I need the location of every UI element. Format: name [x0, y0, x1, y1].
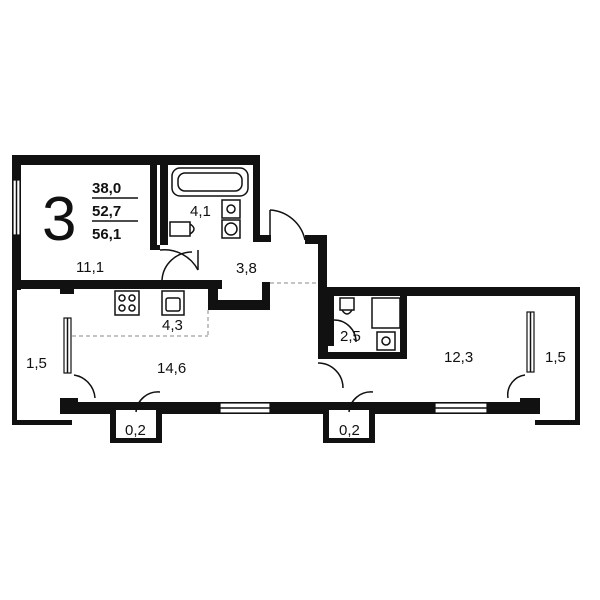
doors — [73, 209, 526, 413]
summary-block: 3 38,0 52,7 56,1 — [42, 180, 138, 254]
washer-icon — [221, 219, 241, 239]
toilet-icon — [169, 221, 191, 237]
total-area-with-balcony: 56,1 — [92, 226, 121, 243]
kitchen-sink-icon — [161, 290, 185, 316]
closet-right-interior — [329, 410, 369, 438]
wc-sink-icon — [376, 331, 396, 351]
living-area: 38,0 — [92, 180, 121, 197]
total-area: 52,7 — [92, 203, 121, 220]
room-closet-left-area: 0,2 — [125, 422, 146, 439]
room-bedroom-2-area: 12,3 — [444, 349, 473, 366]
room-bedroom-1-area: 11,1 — [76, 259, 104, 276]
closet-left-interior — [116, 410, 156, 438]
shower-icon — [371, 297, 401, 329]
bathtub-icon — [171, 167, 249, 197]
room-loggia-right-area: 1,5 — [545, 349, 566, 366]
room-bathroom-area: 4,1 — [190, 203, 211, 220]
room-closet-right-area: 0,2 — [339, 422, 360, 439]
wc-toilet-icon — [339, 297, 355, 311]
room-kitchen-area: 4,3 — [162, 317, 183, 334]
room-wc-area: 2,5 — [340, 328, 361, 345]
room-living-area: 14,6 — [157, 360, 186, 377]
room-labels: 11,1 4,1 3,8 4,3 1,5 14,6 0,2 2,5 12,3 1… — [26, 203, 566, 439]
fixtures — [72, 167, 401, 351]
room-hall-area: 3,8 — [236, 260, 257, 277]
room-loggia-left-area: 1,5 — [26, 355, 47, 372]
rooms-count: 3 — [42, 185, 76, 254]
stove-icon — [114, 290, 140, 316]
windows — [12, 179, 535, 414]
sink-icon — [221, 199, 241, 219]
